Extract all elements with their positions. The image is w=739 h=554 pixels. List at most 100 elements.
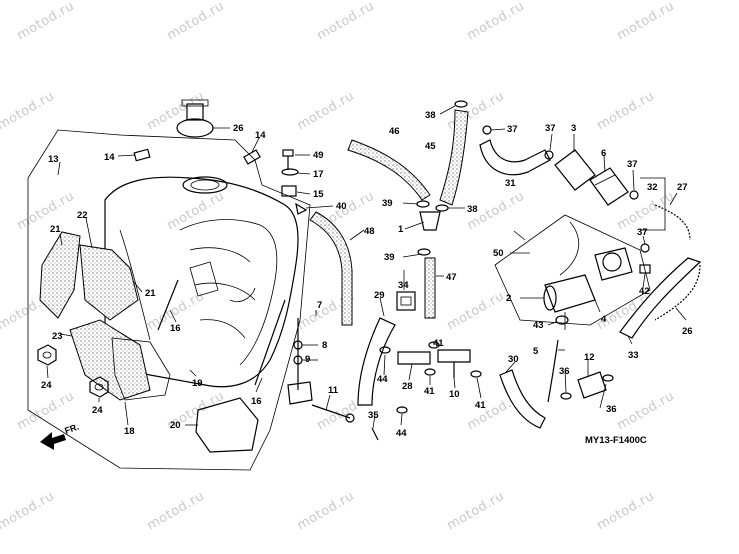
callout: 36 bbox=[559, 366, 570, 377]
callout: 37 bbox=[545, 123, 556, 134]
watermark: motod.ru bbox=[445, 489, 508, 534]
callout: 17 bbox=[313, 169, 324, 180]
callout: 27 bbox=[677, 182, 688, 193]
callout: 1 bbox=[398, 224, 404, 235]
clamp-37c bbox=[629, 190, 639, 200]
watermark: motod.ru bbox=[0, 489, 57, 534]
callout: 39 bbox=[384, 252, 395, 263]
callout: 16 bbox=[251, 396, 262, 407]
watermark: motod.ru bbox=[145, 489, 208, 534]
callout: 24 bbox=[92, 405, 103, 416]
clamp-41b bbox=[424, 368, 436, 376]
clamp-44b bbox=[396, 406, 408, 414]
tube-27 bbox=[654, 204, 691, 241]
watermark: motod.ru bbox=[295, 489, 358, 534]
watermark: motod.ru bbox=[15, 0, 78, 43]
under-pad bbox=[69, 319, 151, 401]
diagram-code: MY13-F1400C bbox=[585, 435, 647, 446]
nut-24-lower bbox=[89, 376, 109, 398]
hose-45 bbox=[439, 109, 469, 206]
callout: 30 bbox=[508, 354, 519, 365]
clamp-37b bbox=[544, 150, 554, 160]
callout: 42 bbox=[639, 286, 650, 297]
hose-29 bbox=[357, 317, 396, 406]
callout: 45 bbox=[425, 141, 436, 152]
screw-35 bbox=[371, 427, 379, 441]
clip-40 bbox=[295, 202, 308, 215]
hose-30 bbox=[499, 369, 546, 429]
label-tag-14a bbox=[133, 148, 151, 162]
tube-26 bbox=[654, 264, 701, 321]
tube-5 bbox=[547, 339, 559, 403]
clamp-37a bbox=[482, 125, 492, 135]
callout: 19 bbox=[192, 378, 203, 389]
callout: 8 bbox=[322, 340, 327, 351]
callout: 28 bbox=[402, 381, 413, 392]
strip-16-left bbox=[157, 279, 179, 331]
callout: 32 bbox=[647, 182, 658, 193]
clamp-36b bbox=[602, 374, 614, 382]
grommet-43 bbox=[555, 315, 569, 325]
callout: 44 bbox=[377, 374, 388, 385]
fuel-filter-6 bbox=[589, 167, 629, 206]
callout: 38 bbox=[425, 110, 436, 121]
hose-46 bbox=[347, 139, 431, 201]
callout: 36 bbox=[606, 404, 617, 415]
watermark: motod.ru bbox=[445, 289, 508, 334]
bracket-32 bbox=[640, 177, 666, 231]
watermark: motod.ru bbox=[595, 89, 658, 134]
watermark: motod.ru bbox=[615, 389, 678, 434]
tank-frame-18 bbox=[111, 337, 171, 401]
callout: 12 bbox=[584, 352, 595, 363]
callout: 41 bbox=[475, 400, 486, 411]
watermark: motod.ru bbox=[445, 89, 508, 134]
hose-28 bbox=[397, 351, 431, 365]
clamp-39b bbox=[417, 248, 431, 256]
bolt-11 bbox=[311, 404, 355, 423]
callout: 38 bbox=[467, 204, 478, 215]
three-way-joint-10 bbox=[437, 349, 471, 378]
clamp-36a bbox=[560, 392, 572, 400]
callout: 43 bbox=[533, 320, 544, 331]
callout: 11 bbox=[328, 385, 339, 396]
clip-42 bbox=[639, 264, 651, 274]
callout: 34 bbox=[398, 280, 409, 291]
side-pad-left bbox=[39, 231, 81, 319]
fuel-pump-2 bbox=[543, 274, 596, 313]
fuel-tank bbox=[104, 176, 299, 388]
callout: 41 bbox=[424, 386, 435, 397]
callout: 21 bbox=[50, 224, 61, 235]
callout: 26 bbox=[682, 326, 693, 337]
callout: 6 bbox=[601, 148, 606, 159]
callout: 2 bbox=[506, 293, 511, 304]
watermark: motod.ru bbox=[145, 89, 208, 134]
front-direction-label: FR. bbox=[63, 422, 80, 436]
callout: 16 bbox=[170, 323, 181, 334]
callout: 49 bbox=[313, 150, 324, 161]
watermark: motod.ru bbox=[165, 0, 228, 43]
bracket-34 bbox=[396, 291, 416, 311]
front-direction-arrow: FR. bbox=[40, 422, 80, 450]
nut-24-upper bbox=[37, 344, 57, 366]
joint-12 bbox=[577, 371, 607, 399]
callout: 31 bbox=[505, 178, 516, 189]
hose-47 bbox=[424, 257, 436, 319]
callout: 20 bbox=[170, 420, 181, 431]
callout: 33 bbox=[628, 350, 639, 361]
callout: 39 bbox=[382, 198, 393, 209]
pump-wire bbox=[559, 221, 579, 330]
callout: 13 bbox=[48, 154, 59, 165]
callout: 40 bbox=[336, 201, 347, 212]
watermark: motod.ru bbox=[165, 189, 228, 234]
callout: 44 bbox=[396, 428, 407, 439]
callout: 50 bbox=[493, 248, 504, 259]
callout: 9 bbox=[305, 354, 310, 365]
fuel-filter-3 bbox=[554, 149, 596, 191]
hose-33 bbox=[619, 257, 702, 339]
callout: 35 bbox=[368, 410, 379, 421]
callout: 15 bbox=[313, 189, 324, 200]
callout: 37 bbox=[507, 124, 518, 135]
hose-31 bbox=[479, 139, 551, 176]
callout: 47 bbox=[446, 272, 457, 283]
